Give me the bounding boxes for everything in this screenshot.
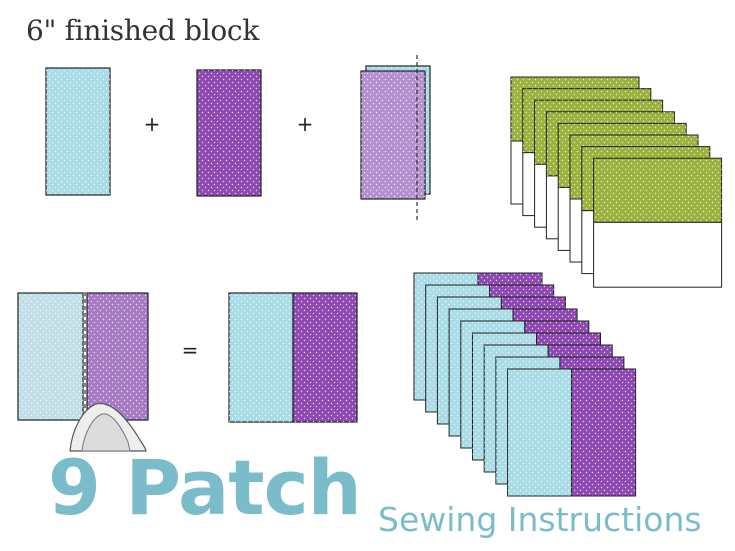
block-size-heading: 6" finished block — [26, 14, 259, 47]
green-white-unit — [593, 157, 723, 288]
layered-strips — [360, 65, 431, 200]
plus-operator-1: + — [144, 112, 161, 136]
instructions-subtitle: Sewing Instructions — [378, 500, 702, 539]
equals-operator: = — [182, 338, 199, 362]
plus-operator-2: + — [297, 112, 314, 136]
green-white-stack — [510, 76, 723, 288]
purple-strip-texture — [571, 369, 636, 496]
light-blue-strip — [45, 67, 111, 196]
purple-strip — [196, 69, 262, 197]
blue-strip-texture — [507, 369, 572, 496]
iron-icon — [69, 402, 147, 452]
blue-purple-unit — [507, 368, 637, 497]
result-strip-set — [228, 292, 358, 423]
pressed-strip-set — [17, 292, 149, 421]
blue-purple-stack — [413, 272, 637, 497]
green-strip-texture — [593, 158, 722, 223]
pattern-title: 9 Patch — [48, 443, 362, 532]
white-strip — [593, 221, 723, 288]
